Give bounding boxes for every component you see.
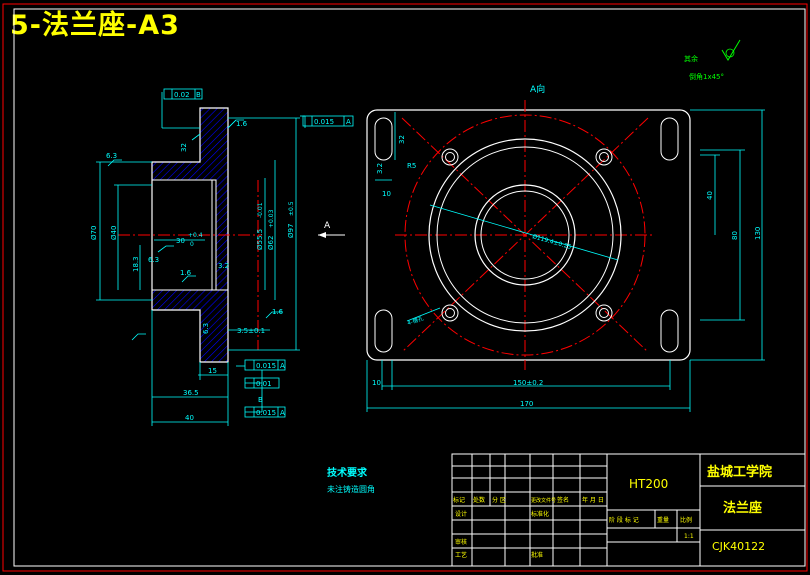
flatness-datum: B bbox=[196, 91, 201, 99]
roughness-6-3-low: 6.3 bbox=[202, 323, 210, 334]
dim-dia-62-tol: +0.03 bbox=[268, 209, 275, 228]
tb-approve: 批准 bbox=[531, 551, 543, 559]
dim-36-5: 36.5 bbox=[183, 389, 199, 397]
dim-10-bottom: 10 bbox=[372, 379, 381, 387]
dim-40-right: 40 bbox=[706, 191, 714, 200]
section-view: A 0.02 B 0.015 A 0.015 A 0.01 0.0 bbox=[90, 88, 354, 426]
bolt-hole bbox=[441, 148, 459, 166]
dim-80: 80 bbox=[731, 231, 739, 240]
dim-32: 32 bbox=[180, 143, 188, 152]
roughness-6-3-left: 6.3 bbox=[106, 152, 117, 160]
spigot bbox=[436, 146, 614, 324]
circle-tol-value: 0.015 bbox=[314, 118, 334, 126]
roughness-check-icon bbox=[721, 39, 741, 61]
dim-18-3: 18.3 bbox=[132, 256, 140, 272]
slot-note: 4-槽孔 bbox=[406, 314, 425, 327]
section-hatch-lower bbox=[151, 289, 229, 363]
tb-change: 更改文件号 bbox=[531, 497, 556, 504]
tol-box3-value: 0.015 bbox=[256, 409, 276, 417]
requirements-line1: 未注铸造圆角 bbox=[327, 484, 375, 494]
dim-150: 150±0.2 bbox=[513, 379, 543, 387]
dim-dia-97: Ø97 bbox=[287, 224, 295, 238]
dim-dia-40: Ø40 bbox=[110, 226, 118, 240]
dim-15: 15 bbox=[208, 367, 217, 375]
dim-dia-55-tol: -0.01 bbox=[257, 202, 264, 218]
circle-tol-datum: A bbox=[346, 118, 351, 126]
section-outline bbox=[151, 107, 229, 363]
dim-3-5: 3.5±0.1 bbox=[237, 327, 265, 335]
bore-outer bbox=[474, 184, 576, 286]
tol-box1-datum: A bbox=[280, 362, 285, 370]
tb-school: 盐城工学院 bbox=[707, 464, 772, 480]
dim-dia-62: Ø62 bbox=[267, 236, 275, 250]
dim-30: 30 bbox=[176, 237, 185, 245]
view-a: A向 bbox=[366, 83, 765, 412]
view-arrow-head bbox=[318, 232, 326, 238]
dim-10-side: 10 bbox=[382, 190, 391, 198]
roughness-1-6-mid: 1.6 bbox=[180, 269, 192, 277]
tb-scale-value: 1:1 bbox=[684, 533, 694, 540]
roughness-note: 其余 倒角1x45° bbox=[684, 39, 741, 81]
tb-process: 工艺 bbox=[455, 551, 467, 559]
dim-r5: R5 bbox=[407, 162, 416, 170]
tb-scale: 比例 bbox=[680, 516, 692, 524]
outer-boss bbox=[428, 138, 622, 332]
datum-b-label: B bbox=[258, 396, 263, 404]
dim-dia-97-tol: ±0.5 bbox=[288, 201, 295, 216]
flatness-value: 0.02 bbox=[174, 91, 190, 99]
dim-170: 170 bbox=[520, 400, 533, 408]
tb-drawing-no: CJK40122 bbox=[712, 540, 765, 553]
outer-frame bbox=[2, 3, 808, 572]
slot-hole bbox=[660, 309, 679, 353]
tb-review: 审核 bbox=[455, 538, 467, 546]
tol-box2-value: 0.01 bbox=[256, 380, 272, 388]
tb-mark: 标记 bbox=[453, 496, 465, 504]
title-block bbox=[451, 453, 806, 567]
roughness-3-2: 3.2 bbox=[218, 262, 229, 270]
view-a-title: A向 bbox=[530, 83, 545, 95]
tb-zone: 分 区 bbox=[492, 496, 506, 504]
tb-count: 处数 bbox=[473, 496, 485, 504]
tol-box1-value: 0.015 bbox=[256, 362, 276, 370]
tb-weight: 重量 bbox=[657, 516, 669, 524]
tol-box3-datum: A bbox=[280, 409, 285, 417]
flange-plate bbox=[366, 109, 691, 361]
roughness-1-6-top: 1.6 bbox=[236, 120, 248, 128]
requirements-heading: 技术要求 bbox=[327, 466, 368, 479]
roughness-rest-label: 其余 bbox=[684, 54, 698, 63]
view-arrow-label: A bbox=[324, 221, 331, 231]
section-hatch-upper bbox=[151, 107, 229, 291]
bore-inner bbox=[480, 190, 570, 280]
tb-standard: 标准化 bbox=[531, 510, 549, 518]
roughness-6-3-mid: 6.3 bbox=[148, 256, 159, 264]
dim-130: 130 bbox=[754, 227, 762, 240]
dim-slot-32: 32 bbox=[398, 135, 406, 144]
inner-frame bbox=[13, 8, 806, 567]
slot-hole bbox=[374, 309, 393, 353]
tb-part-name: 法兰座 bbox=[723, 500, 762, 516]
roughness-3-2-view: 3.2 bbox=[376, 163, 384, 174]
bolt-hole bbox=[441, 304, 459, 322]
chamfer-note: 倒角1x45° bbox=[689, 72, 724, 81]
tb-design: 设计 bbox=[455, 510, 467, 518]
sheet-title: 5-法兰座-A3 bbox=[10, 10, 180, 41]
dim-30-tol-dn: 0 bbox=[190, 241, 194, 248]
dim-dia-70: Ø70 bbox=[90, 226, 98, 240]
tb-date: 年 月 日 bbox=[582, 496, 604, 504]
dim-dia-55-5: Ø55.5 bbox=[256, 229, 264, 250]
bolt-hole bbox=[595, 148, 613, 166]
slot-hole bbox=[374, 117, 393, 161]
tb-material: HT200 bbox=[629, 477, 668, 491]
tech-requirements: 技术要求 未注铸造圆角 bbox=[327, 466, 375, 494]
dim-40-length: 40 bbox=[185, 414, 194, 422]
dim-dia-119-4: Ø119.4±0.25 bbox=[531, 233, 572, 251]
bolt-hole bbox=[595, 304, 613, 322]
tb-stage: 阶 段 标 记 bbox=[609, 516, 639, 524]
slot-hole bbox=[660, 117, 679, 161]
tb-sign: 签名 bbox=[557, 496, 569, 504]
dim-30-tol-up: +0.4 bbox=[188, 232, 203, 239]
